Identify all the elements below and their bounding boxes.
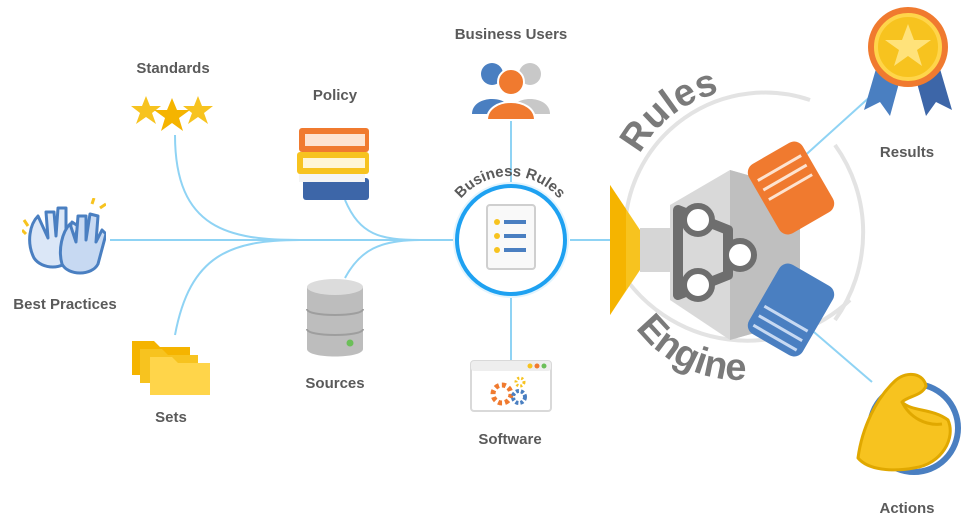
database-icon	[306, 279, 364, 357]
label-actions: Actions	[879, 500, 935, 517]
label-business-users: Business Users	[454, 26, 568, 43]
business-rules-hub: Business Rules	[451, 163, 569, 298]
business-users-icon	[472, 63, 550, 121]
clapping-hands-icon	[22, 198, 106, 275]
label-sets: Sets	[155, 409, 187, 426]
label-policy: Policy	[312, 87, 358, 104]
label-results: Results	[879, 144, 935, 161]
label-standards: Standards	[136, 60, 210, 77]
folders-icon	[132, 341, 210, 395]
medal-icon	[864, 7, 952, 116]
books-icon	[297, 128, 369, 200]
stars-icon	[131, 96, 213, 131]
label-best-practices: Best Practices	[13, 296, 117, 313]
software-window-icon	[470, 360, 552, 412]
label-software: Software	[478, 431, 542, 448]
flexed-arm-icon	[856, 372, 961, 475]
engine-word-rules: Rules	[612, 70, 722, 159]
label-sources: Sources	[305, 375, 365, 392]
rules-engine-graphic: Rules Engine	[610, 70, 866, 389]
